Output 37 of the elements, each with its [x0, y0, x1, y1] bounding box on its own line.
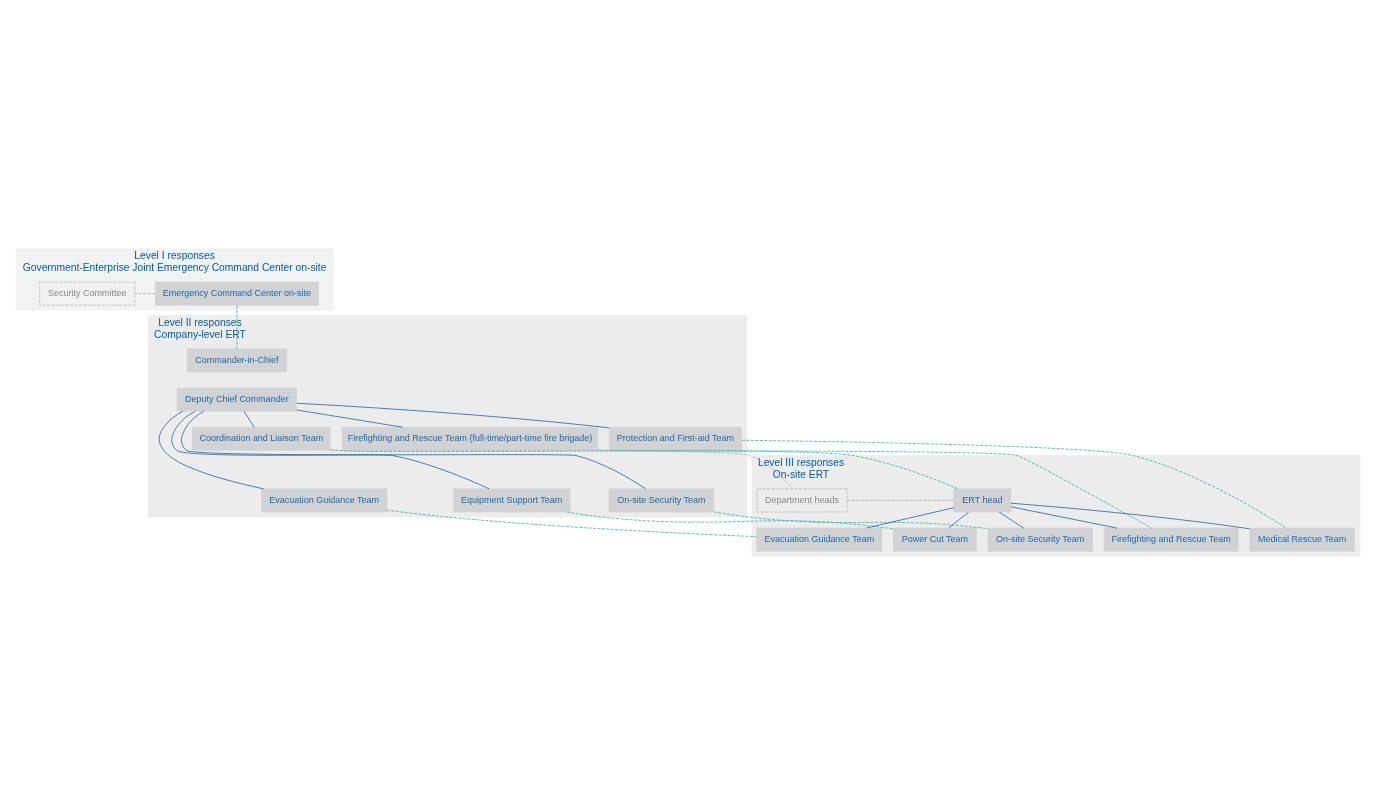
connector: [243, 410, 255, 428]
connector: [386, 509, 757, 537]
connector: [296, 409, 404, 428]
node-box: Evacuation Guidance Team: [261, 488, 388, 513]
connector: [866, 507, 955, 529]
node-box: On-site Security Team: [987, 527, 1093, 552]
connector: [134, 293, 156, 295]
node-box: Firefighting and Rescue Team (full-time/part-time fire brigade): [341, 426, 599, 451]
connector: [998, 511, 1024, 529]
node-box: Department heads: [756, 488, 848, 513]
node-box: Firefighting and Rescue Team: [1103, 527, 1239, 552]
connector: [171, 410, 490, 490]
connector: [296, 402, 610, 429]
node-box: Evacuation Guidance Team: [756, 527, 883, 552]
connector: [181, 410, 646, 490]
connector: [1010, 502, 1251, 530]
node-box: On-site Security Team: [608, 488, 714, 513]
connector: [597, 449, 1152, 529]
connector: [713, 511, 989, 530]
node-box: Coordination and Liaison Team: [191, 426, 331, 451]
connector: [948, 511, 970, 529]
connector: [330, 449, 959, 490]
connector: [1010, 506, 1118, 529]
node-box: Deputy Chief Commander: [176, 387, 297, 412]
node-box: Emergency Command Center on-site: [155, 281, 319, 306]
node-box: ERT head: [953, 488, 1012, 513]
connector: [566, 511, 894, 530]
node-box: Power Cut Team: [893, 527, 977, 552]
node-box: Security Committee: [39, 281, 136, 306]
connector: [846, 500, 954, 501]
connector: [158, 410, 264, 490]
node-box: Commander-in-Chief: [186, 348, 287, 373]
node-box: Equipment Support Team: [453, 488, 571, 513]
connector: [330, 449, 794, 490]
node-box: Protection and First-aid Team: [609, 426, 742, 451]
node-box: Medical Rescue Team: [1249, 527, 1355, 552]
connector: [741, 439, 1287, 529]
